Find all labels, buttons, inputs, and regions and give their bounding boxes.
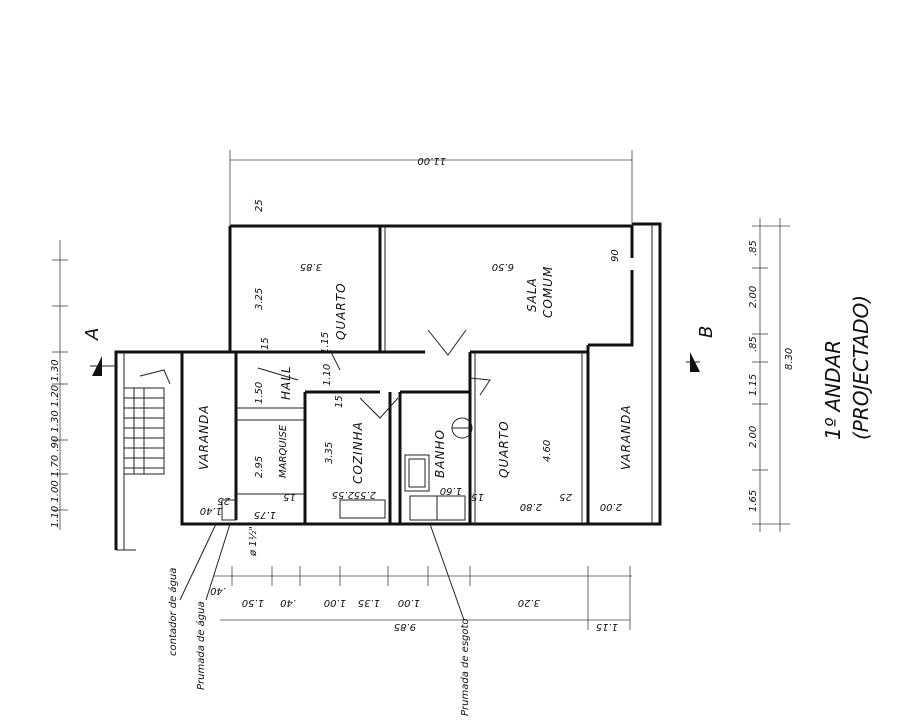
dim-small-40: 1.40: [200, 505, 222, 516]
dim-right-seg-6: .85: [748, 240, 759, 256]
dim-bottom-right: 1.15: [596, 621, 618, 632]
dim-cozinha-h: 3.35: [324, 442, 335, 464]
dim-varanda-r-w: 2.00: [600, 501, 622, 512]
dim-bottom-seg-1: .40: [210, 585, 226, 596]
room-labels: QUARTO SALA COMUM HALL COZINHA BANHO QUA…: [197, 266, 633, 484]
dim-quarto-h: 3.25: [254, 288, 265, 310]
label-prumada-esgoto: Prumada de esgoto: [460, 618, 471, 716]
dim-r15b: 15: [334, 395, 345, 408]
dim-bottom-seg-2: 1.50: [242, 597, 264, 608]
dim-right-seg-1: 1.65: [748, 490, 759, 512]
room-comum: COMUM: [541, 266, 555, 318]
dim-bottom-total: 9.85: [394, 621, 416, 632]
dim-banho-w: 1.60: [440, 485, 462, 496]
staircase: [116, 369, 171, 551]
dim-r25c: 25: [217, 495, 230, 506]
room-quarto-right: QUARTO: [497, 420, 511, 478]
dim-hall-w: 1.10: [322, 364, 333, 386]
dim-hall-h: 1.50: [254, 382, 265, 404]
dim-right-seg-3: 1.15: [748, 374, 759, 396]
room-cozinha: COZINHA: [351, 421, 365, 484]
dim-bottom-seg-5: 1.35: [358, 597, 380, 608]
dim-cozinha-w: 2.55: [332, 489, 354, 500]
dim-top-total: 11.00: [417, 155, 446, 166]
interior-walls: [230, 226, 590, 524]
label-prumada-agua: Prumada de água: [195, 601, 207, 690]
dim-left-total: 1.10 1.00 1.70 .90 1.30 1.20 1.30: [50, 359, 61, 528]
door-marks: [257, 329, 491, 419]
room-hall: HALL: [279, 365, 293, 400]
fixtures: [221, 417, 473, 521]
dim-marquise-h: 1.75: [254, 509, 276, 520]
room-banho: BANHO: [433, 429, 447, 478]
section-b-arrow: [690, 352, 700, 372]
dim-quarto-r-h: 4.60: [542, 440, 553, 462]
room-quarto-top: QUARTO: [334, 282, 348, 340]
room-marquise: MARQUISE: [278, 424, 289, 478]
dim-quarto-r-w: 2.80: [520, 501, 542, 512]
section-b-label: B: [696, 326, 717, 338]
dim-bottom-seg-7: 3.20: [518, 597, 540, 608]
room-varanda-right: VARANDA: [619, 404, 633, 470]
dim-r25a: 25: [254, 199, 265, 212]
dim-r1-15: 1.15: [320, 332, 331, 354]
title-line1: 1º ANDAR: [821, 340, 845, 440]
dim-right-seg-5: 2.00: [748, 286, 759, 308]
dimension-lines: [52, 150, 790, 630]
dim-right-seg-4: .85: [748, 336, 759, 352]
dim-right-total: 8.30: [784, 348, 795, 370]
dim-r15a: 15: [260, 337, 271, 350]
room-sala: SALA: [525, 277, 539, 312]
label-contador: contador de água: [167, 568, 179, 656]
section-a-arrow: [92, 356, 102, 376]
dim-quarto-w: 3.85: [300, 261, 322, 272]
dim-r15d: 15: [471, 491, 484, 502]
dim-marquise-w: 2.95: [254, 456, 265, 478]
dim-right-seg-2: 2.00: [748, 426, 759, 448]
dim-cozinha-w2: 2.55: [354, 489, 376, 500]
dim-r90: 90: [610, 249, 621, 262]
annotations: contador de água Prumada de água Prumada…: [167, 526, 471, 716]
dim-r15c: 15: [283, 491, 296, 502]
room-varanda-left: VARANDA: [197, 404, 211, 470]
dim-bottom-seg-4: 1.00: [324, 597, 346, 608]
dim-r25b: 25: [559, 491, 572, 502]
title-line2: (PROJECTADO): [849, 295, 873, 440]
dimension-labels: 11.00 9.85 8.30 1.10 1.00 1.70 .90 1.30 …: [50, 155, 795, 632]
dim-bottom-seg-6: 1.00: [398, 597, 420, 608]
section-markers: A B: [82, 326, 717, 376]
section-a-label: A: [82, 328, 103, 341]
outer-walls: [114, 222, 662, 550]
dim-bottom-seg-3: .40: [280, 597, 296, 608]
drawing-title: 1º ANDAR (PROJECTADO): [821, 295, 873, 440]
dim-sala-w: 6.50: [492, 261, 514, 272]
label-diameter: ø 1½": [247, 526, 259, 557]
